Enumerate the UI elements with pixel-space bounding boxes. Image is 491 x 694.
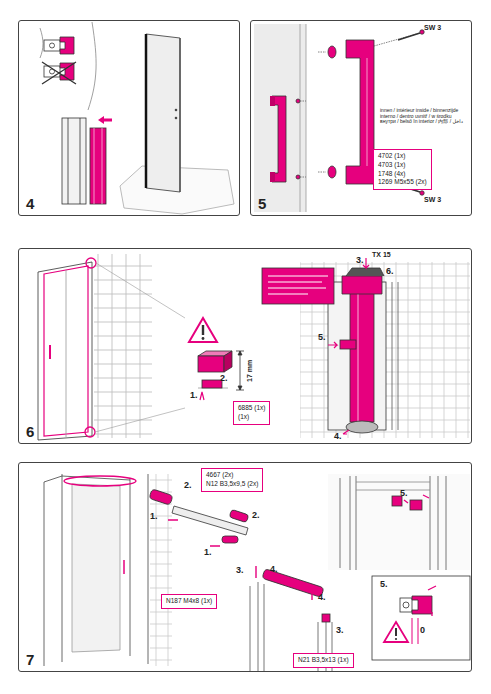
part-number: 4702 (1x) bbox=[378, 152, 427, 161]
callout-number: 2. bbox=[252, 511, 260, 521]
panel-6-art bbox=[38, 254, 470, 440]
callout-number: 4. bbox=[270, 565, 278, 575]
parts-list: 4702 (1x)4703 (1x)1748 (4x)1269 M5x55 (2… bbox=[373, 149, 432, 190]
callout-number: 4. bbox=[334, 432, 342, 442]
callout-number: 4. bbox=[318, 593, 326, 603]
part-number: 4703 (1x) bbox=[378, 161, 427, 170]
callout-number: 5. bbox=[318, 333, 326, 343]
callout-number: 3. bbox=[336, 626, 344, 636]
step-number: 7 bbox=[26, 652, 34, 667]
part-number: N21 B3,5x13 (1x) bbox=[298, 656, 349, 665]
panel-4-art bbox=[40, 22, 234, 214]
step-panel: 4 bbox=[18, 20, 240, 216]
panel-7-art bbox=[44, 474, 470, 672]
part-number: 4667 (2x) bbox=[206, 471, 258, 480]
part-number: 1269 M5x55 (2x) bbox=[378, 178, 427, 187]
part-number: 6885 (1x) bbox=[238, 404, 265, 413]
callout-number: 2. bbox=[184, 481, 192, 491]
callout-number: 1. bbox=[190, 391, 198, 401]
callout-number: 6. bbox=[386, 267, 394, 277]
callout-number: SW 3 bbox=[424, 24, 441, 32]
dimension-label: 17 mm bbox=[246, 360, 254, 382]
callout-number: 5. bbox=[380, 580, 388, 590]
part-number: N187 M4x8 (1x) bbox=[166, 597, 212, 606]
step-number: 6 bbox=[26, 424, 34, 439]
parts-list: 4667 (2x)N12 B3,5x9,5 (2x) bbox=[201, 468, 263, 492]
callout-number: 3. bbox=[236, 566, 244, 576]
parts-list: N187 M4x8 (1x) bbox=[161, 594, 217, 609]
callout-number: 3. bbox=[356, 256, 364, 266]
callout-number: 1. bbox=[204, 548, 212, 558]
part-number: N12 B3,5x9,5 (2x) bbox=[206, 480, 258, 489]
callout-number: 1. bbox=[150, 512, 158, 522]
callout-number: SW 3 bbox=[424, 196, 441, 204]
step-panel: 6 6885 (1x)(1x) bbox=[18, 248, 472, 444]
callout-number: 5. bbox=[400, 489, 408, 499]
step-number: 4 bbox=[26, 196, 34, 211]
side-note: innen / intérieur inside / binnenzijde i… bbox=[380, 108, 468, 125]
parts-list: N21 B3,5x13 (1x) bbox=[293, 653, 354, 668]
callout-number: 0 bbox=[420, 626, 425, 636]
callout-number: 2. bbox=[220, 374, 228, 384]
parts-list: 6885 (1x)(1x) bbox=[233, 401, 270, 425]
part-number: 1748 (4x) bbox=[378, 170, 427, 179]
callout-number: TX 15 bbox=[372, 251, 391, 259]
step-number: 5 bbox=[258, 196, 266, 211]
part-number: (1x) bbox=[238, 413, 265, 422]
